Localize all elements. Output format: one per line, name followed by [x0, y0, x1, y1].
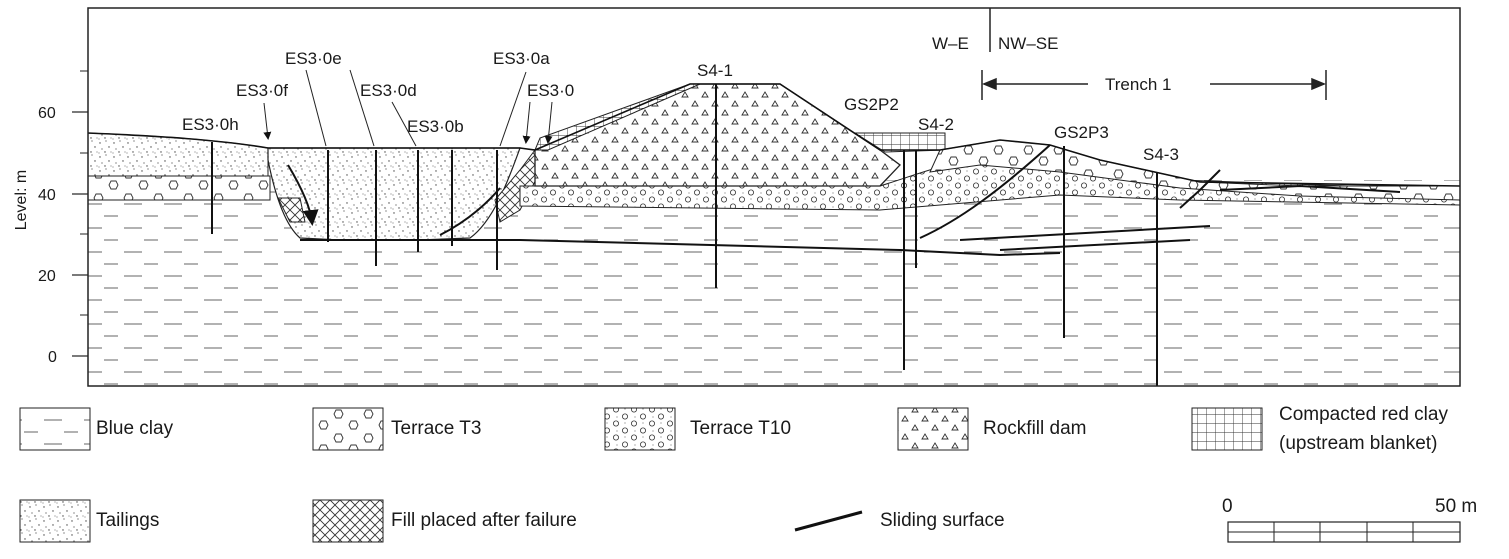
- legend-label-tailings: Tailings: [96, 510, 159, 531]
- y-axis: 60 40 20 0 Level: m: [13, 70, 88, 366]
- legend-label-blue-clay: Blue clay: [96, 418, 174, 439]
- scale-bar: 0 50 m: [1222, 496, 1477, 543]
- borehole-label-s4-2: S4-2: [918, 115, 954, 134]
- borehole-label-es3-0f: ES3·0f: [236, 81, 288, 100]
- ground-surface: [88, 83, 1460, 187]
- legend-label-sliding-surface: Sliding surface: [880, 510, 1005, 531]
- borehole-lines: [211, 84, 1158, 386]
- y-tick-60: 60: [38, 105, 56, 122]
- legend-label-rockfill-dam: Rockfill dam: [983, 418, 1086, 439]
- section-frame: [87, 7, 1461, 387]
- y-axis-label: Level: m: [13, 170, 30, 230]
- legend-label-compacted-red-clay-1: Compacted red clay: [1279, 404, 1448, 425]
- legend-label-compacted-red-clay-2: (upstream blanket): [1279, 433, 1437, 454]
- borehole-label-es3-0d: ES3·0d: [360, 81, 417, 100]
- legend-swatch-terrace-t10: [604, 407, 676, 451]
- trench-span: [981, 70, 1327, 100]
- borehole-label-es3-0h: ES3·0h: [182, 115, 239, 134]
- scale-bar-start: 0: [1222, 496, 1233, 517]
- borehole-label-s4-1: S4-1: [697, 61, 733, 80]
- borehole-labels: ES3·0h ES3·0f ES3·0e ES3·0d ES3·0b ES3·0…: [182, 49, 1179, 164]
- scale-bar-end: 50 m: [1435, 496, 1477, 517]
- tailings-left: [88, 132, 269, 177]
- legend-label-terrace-t10: Terrace T10: [690, 418, 791, 439]
- legend-swatch-terrace-t3: [312, 407, 384, 451]
- label-leaders: [263, 69, 553, 147]
- legend-swatch-blue-clay: [19, 407, 91, 451]
- legend-swatch-compacted-red-clay: [1191, 407, 1263, 451]
- borehole-label-s4-3: S4-3: [1143, 145, 1179, 164]
- borehole-label-es3-0a: ES3·0a: [493, 49, 550, 68]
- trench-label: Trench 1: [1105, 75, 1171, 94]
- legend-swatch-sliding-surface: [794, 510, 863, 532]
- legend-swatch-tailings: [19, 499, 91, 543]
- legend-label-terrace-t3: Terrace T3: [391, 418, 481, 439]
- tailings-basin: [267, 147, 521, 241]
- orientation-left: W–E: [932, 34, 969, 53]
- borehole-label-gs2p2: GS2P2: [844, 95, 899, 114]
- borehole-label-es3-0e: ES3·0e: [285, 49, 342, 68]
- borehole-label-es3-0b: ES3·0b: [407, 117, 464, 136]
- borehole-label-gs2p3: GS2P3: [1054, 123, 1109, 142]
- terrace-t3-left: [88, 175, 271, 201]
- legend-swatch-fill-after-failure: [312, 499, 384, 543]
- legend: Blue clay Terrace T3 Terrace T10 Rockfil…: [19, 404, 1477, 543]
- borehole-label-es3-0: ES3·0: [527, 81, 574, 100]
- y-tick-20: 20: [38, 268, 56, 285]
- y-tick-0: 0: [48, 349, 57, 366]
- orientation-right: NW–SE: [998, 34, 1058, 53]
- legend-swatch-rockfill-dam: [897, 407, 969, 451]
- legend-label-fill-after-failure: Fill placed after failure: [391, 510, 577, 531]
- y-tick-40: 40: [38, 187, 56, 204]
